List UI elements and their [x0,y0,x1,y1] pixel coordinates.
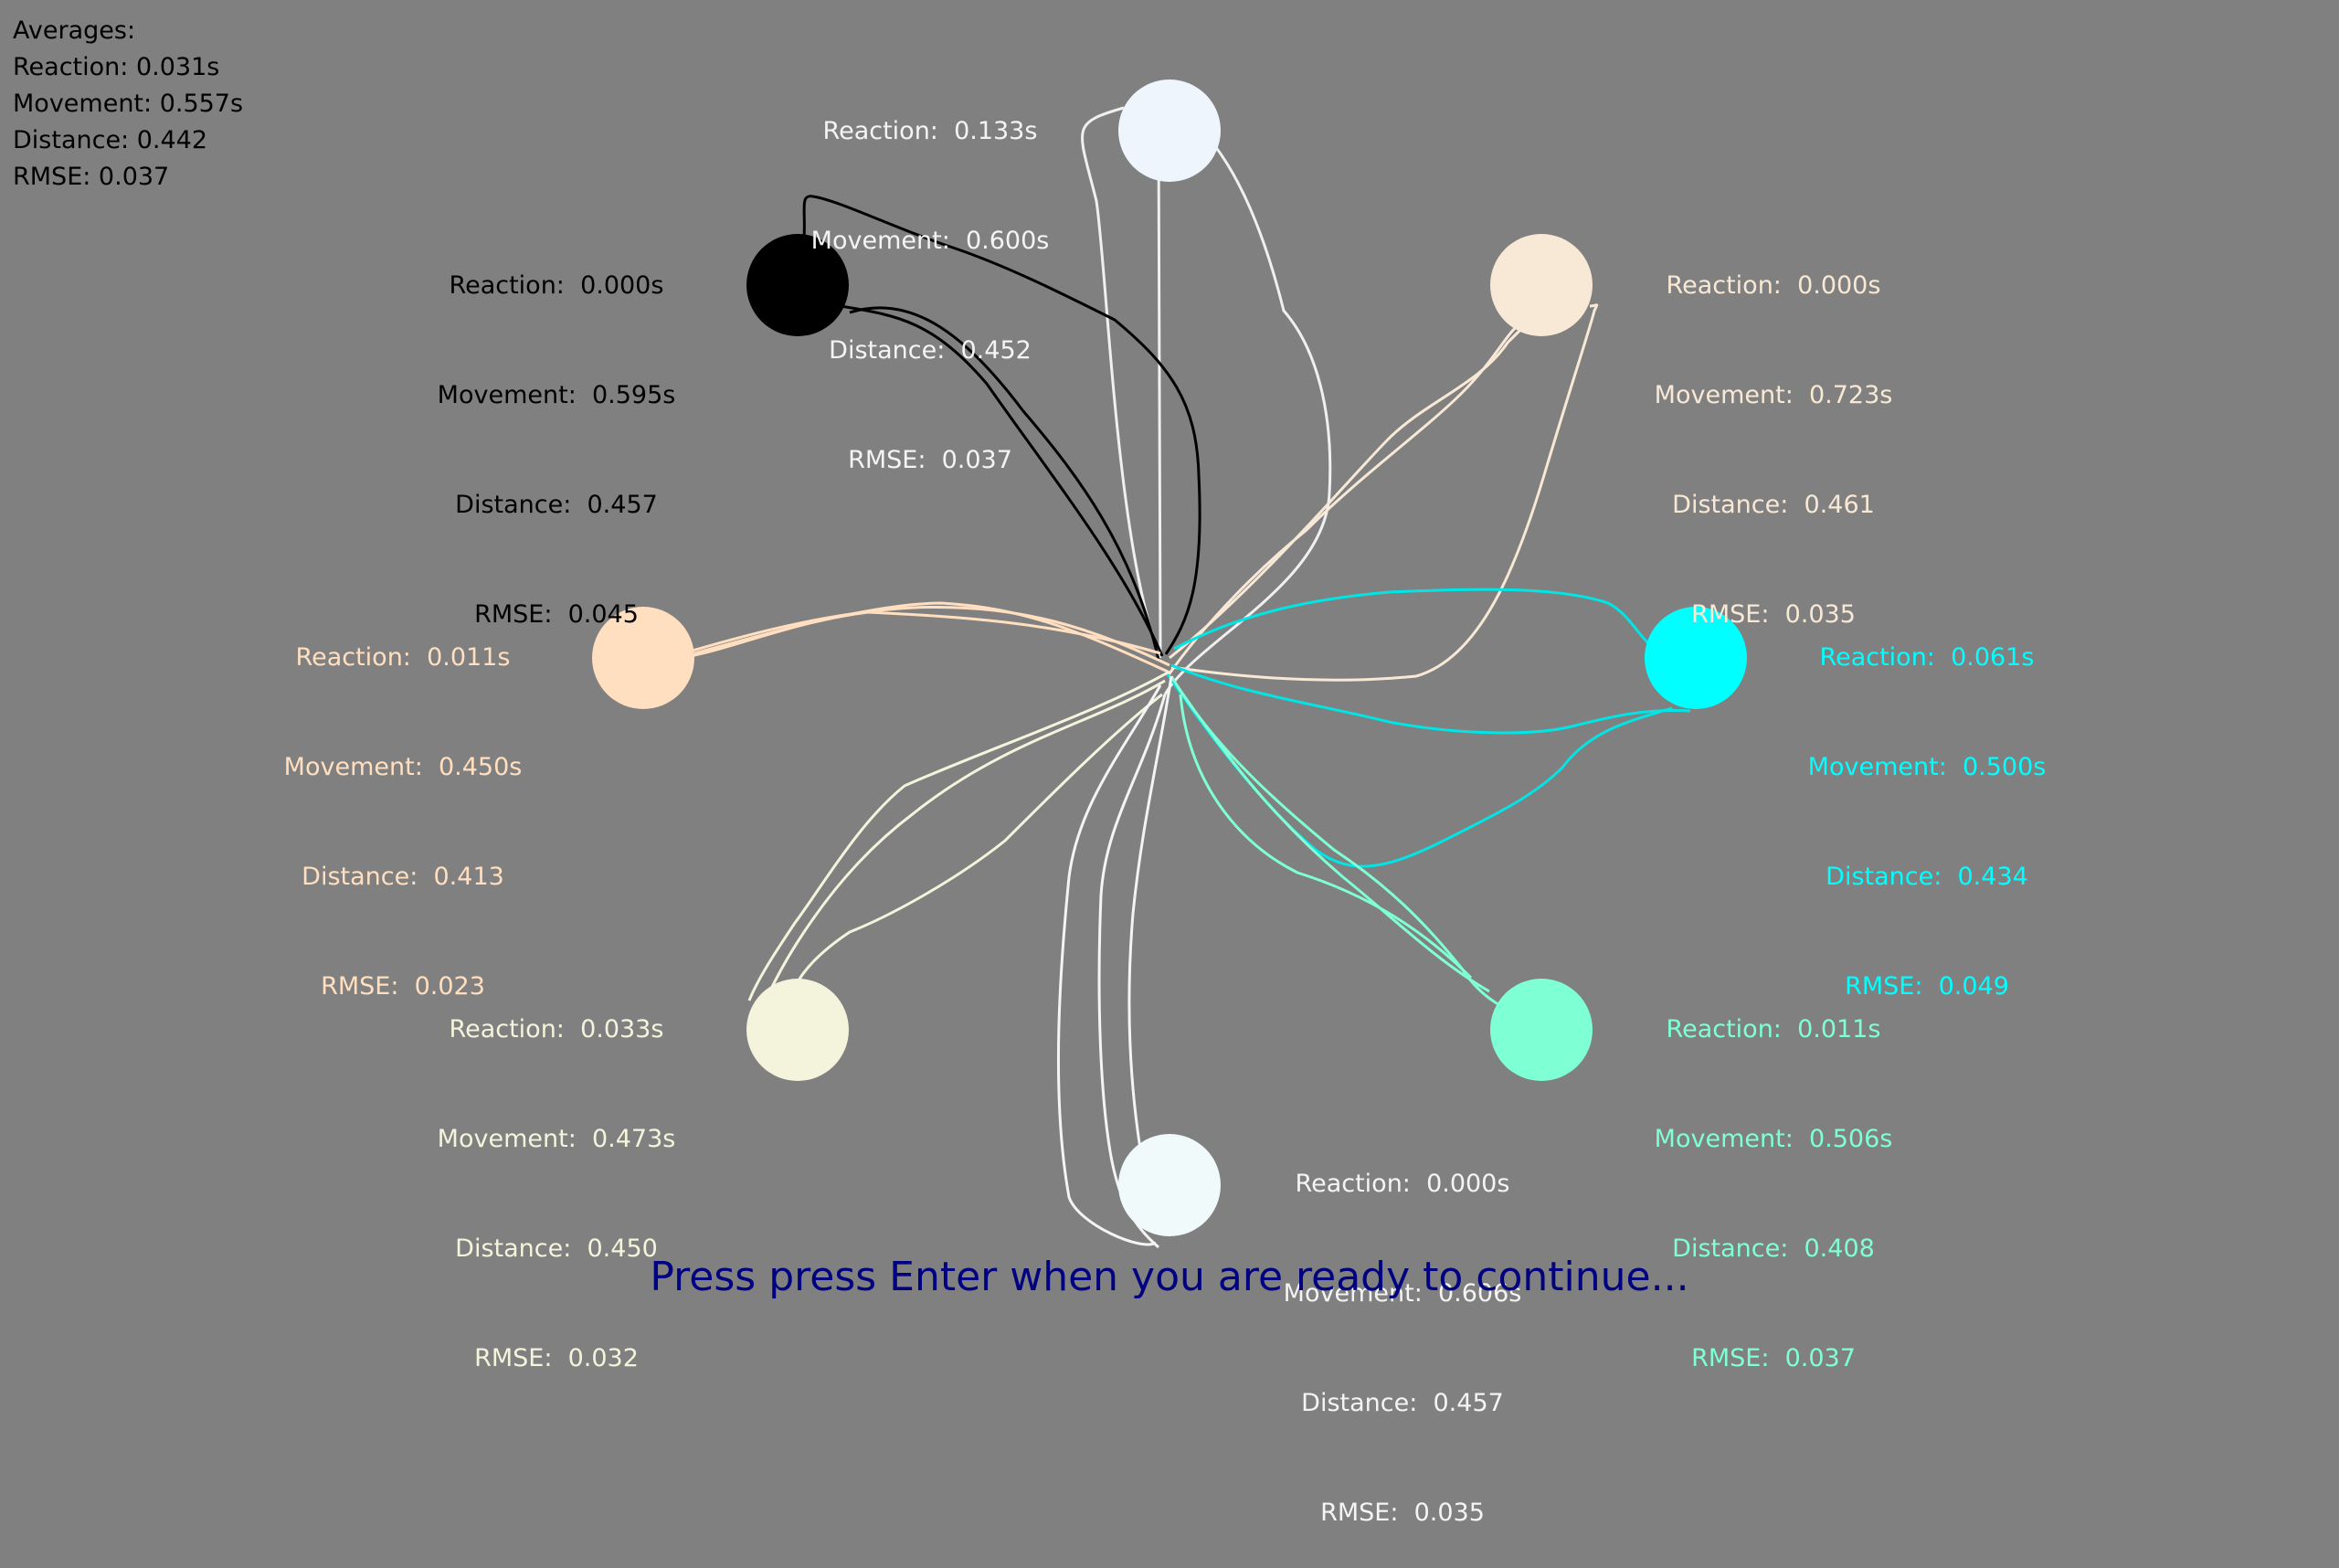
target-left [592,607,694,709]
averages-rmse: RMSE: 0.037 [13,163,170,191]
stat-reaction: Reaction: 0.011s [295,643,511,672]
stat-movement: Movement: 0.723s [1654,381,1893,409]
stat-distance: Distance: 0.452 [829,336,1032,365]
averages-movement: Movement: 0.557s [13,90,244,118]
stats-left: Reaction: 0.011s Movement: 0.450s Distan… [284,567,523,1042]
averages-reaction: Reaction: 0.031s [13,53,220,81]
stat-reaction: Reaction: 0.061s [1819,643,2035,672]
stat-movement: Movement: 0.500s [1807,753,2047,781]
target-bottom-left [746,979,849,1081]
stat-distance: Distance: 0.457 [455,491,658,519]
stat-movement: Movement: 0.600s [810,227,1050,255]
stat-reaction: Reaction: 0.000s [1295,1170,1510,1198]
stat-rmse: RMSE: 0.049 [1845,972,2009,1001]
stats-top-right: Reaction: 0.000s Movement: 0.723s Distan… [1655,195,1893,670]
stat-distance: Distance: 0.434 [1826,863,2028,891]
target-bottom-right [1490,979,1593,1081]
stats-right: Reaction: 0.061s Movement: 0.500s Distan… [1808,567,2047,1042]
stat-distance: Distance: 0.457 [1301,1389,1504,1417]
trajectories-bottom-right [1170,675,1518,1016]
stat-distance: Distance: 0.450 [455,1234,658,1263]
stat-distance: Distance: 0.413 [302,863,504,891]
stat-movement: Movement: 0.506s [1654,1125,1893,1153]
stat-reaction: Reaction: 0.000s [1666,271,1881,300]
averages-panel: Averages: Reaction: 0.031s Movement: 0.5… [13,13,243,196]
target-top [1118,79,1221,182]
target-top-right [1490,234,1593,336]
stat-rmse: RMSE: 0.032 [474,1344,639,1372]
averages-distance: Distance: 0.442 [13,126,208,154]
stat-rmse: RMSE: 0.037 [848,446,1012,474]
stat-reaction: Reaction: 0.000s [449,271,664,300]
stat-movement: Movement: 0.473s [437,1125,676,1153]
stat-rmse: RMSE: 0.035 [1320,1499,1485,1527]
target-bottom [1118,1134,1221,1236]
stat-movement: Movement: 0.606s [1283,1279,1522,1308]
stat-distance: Distance: 0.408 [1672,1234,1875,1263]
stats-bottom: Reaction: 0.000s Movement: 0.606s Distan… [1284,1093,1522,1568]
stats-bottom-right: Reaction: 0.011s Movement: 0.506s Distan… [1655,938,1893,1414]
stats-top-left: Reaction: 0.000s Movement: 0.595s Distan… [438,195,676,670]
stat-rmse: RMSE: 0.023 [321,972,485,1001]
stat-rmse: RMSE: 0.037 [1691,1344,1856,1372]
trajectories-right [1166,588,1691,868]
stat-rmse: RMSE: 0.035 [1691,600,1856,629]
trajectories-top-left [802,195,1201,661]
continue-prompt: Press press Enter when you are ready to … [650,1254,1689,1300]
trajectory-canvas [592,79,1747,1249]
target-top-left [746,234,849,336]
stat-reaction: Reaction: 0.033s [449,1015,664,1044]
target-right [1645,607,1747,709]
stat-movement: Movement: 0.595s [437,381,676,409]
averages-title: Averages: [13,16,136,45]
stats-bottom-left: Reaction: 0.033s Movement: 0.473s Distan… [438,938,676,1414]
trajectories-top-right [1166,303,1599,682]
trajectories-left [689,601,1170,673]
stat-rmse: RMSE: 0.045 [474,600,639,629]
trajectories-bottom-left [747,670,1170,1001]
stat-reaction: Reaction: 0.133s [822,117,1038,145]
stat-movement: Movement: 0.450s [283,753,523,781]
stat-reaction: Reaction: 0.011s [1666,1015,1881,1044]
stat-distance: Distance: 0.461 [1672,491,1875,519]
stats-top: Reaction: 0.133s Movement: 0.600s Distan… [811,40,1050,515]
